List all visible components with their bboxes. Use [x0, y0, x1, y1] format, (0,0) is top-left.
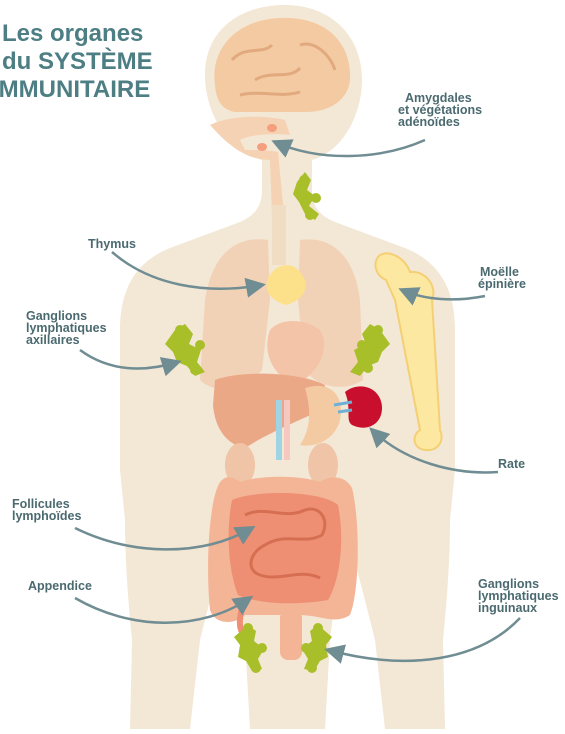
label-appendice: Appendice: [28, 580, 92, 592]
vena-cava: [276, 400, 282, 460]
label-rate: Rate: [498, 458, 525, 470]
title-line-2: du SYSTÈME: [2, 48, 153, 75]
aorta: [284, 400, 290, 460]
title-line-1: Les organes: [2, 20, 143, 47]
label-moelle-2: épinière: [478, 278, 526, 290]
label-axillaires-3: axillaires: [26, 334, 80, 346]
label-amygdales-3: adénoïdes: [398, 116, 460, 128]
airway: [210, 117, 290, 215]
label-thymus: Thymus: [88, 238, 136, 250]
tonsil-mark: [257, 143, 267, 151]
label-inguinaux-3: inguinaux: [478, 602, 537, 614]
trachea: [272, 205, 286, 265]
label-follicules-2: lymphoïdes: [12, 510, 81, 522]
adenoid-mark: [267, 124, 277, 132]
small-intestine: [229, 493, 342, 603]
title-line-3: IMMUNITAIRE: [0, 76, 150, 103]
rectum: [280, 610, 302, 660]
